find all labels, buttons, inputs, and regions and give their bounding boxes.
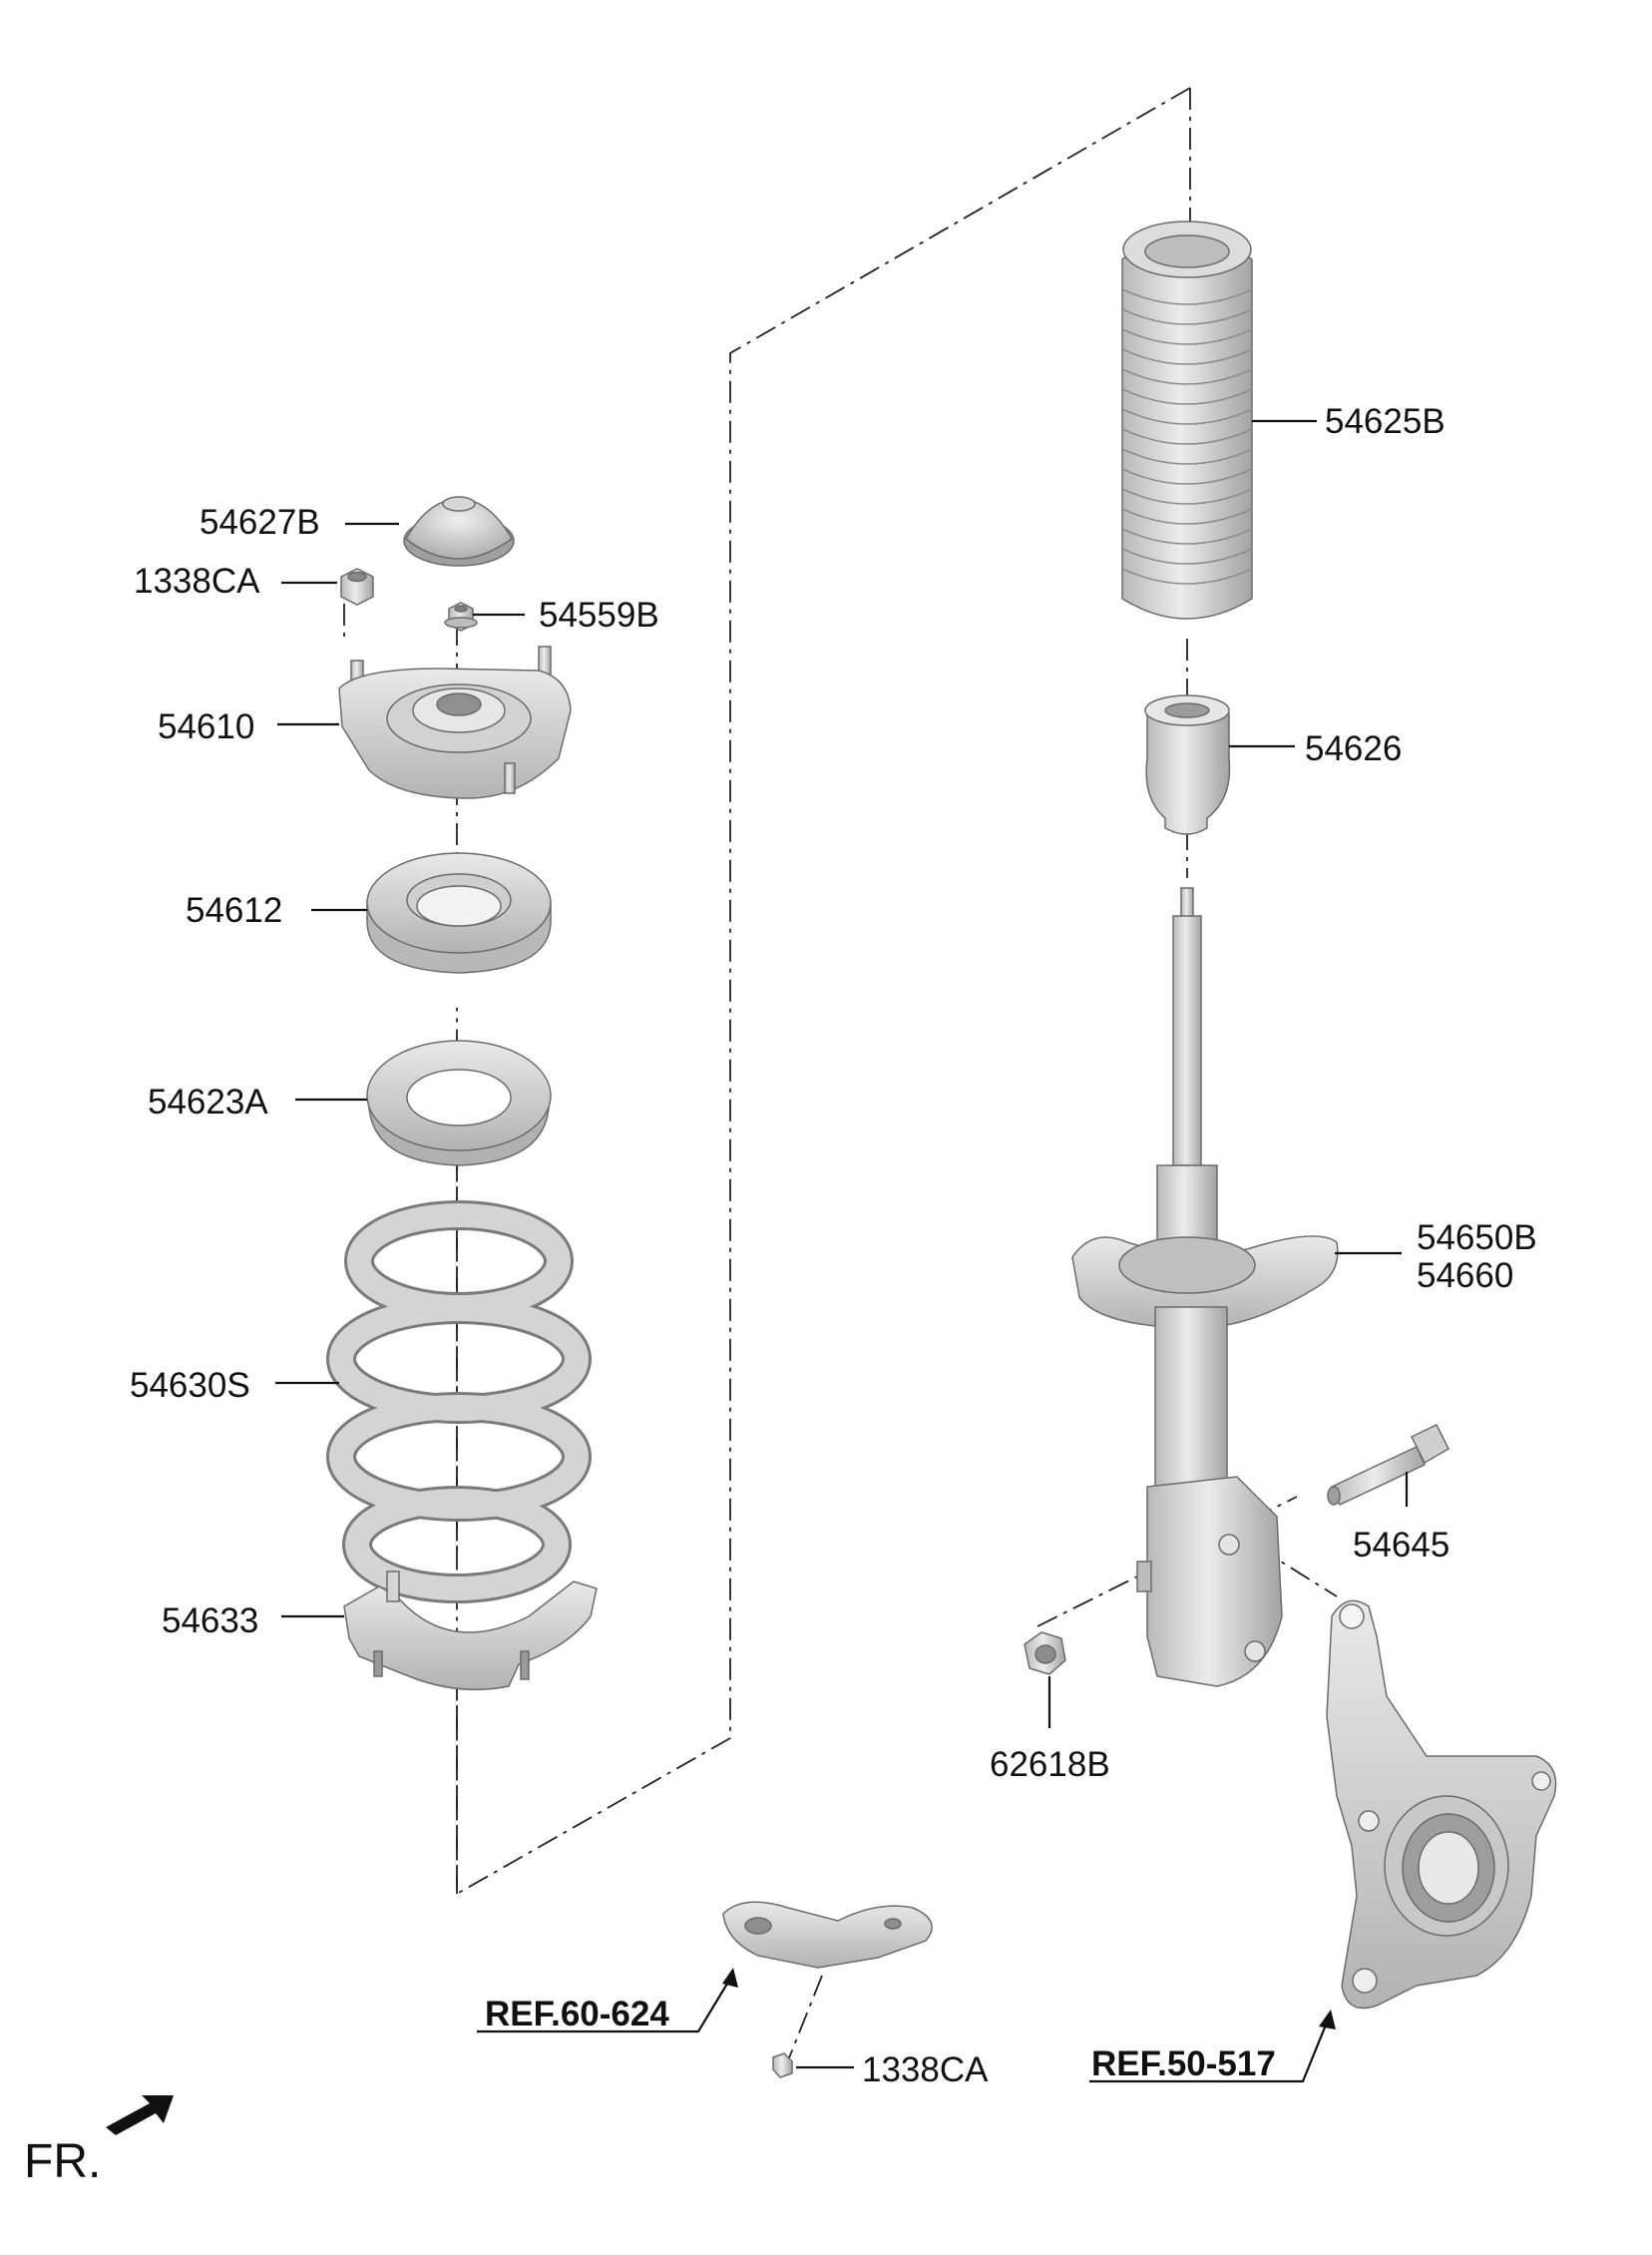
part-54633-lower-spring-seat <box>343 1571 598 1691</box>
label-54623a: 54623A <box>148 1083 268 1122</box>
label-1338ca-bottom: 1338CA <box>862 2050 989 2089</box>
part-54610-strut-mount <box>338 646 572 799</box>
part-62618b-flange-nut <box>1024 1631 1066 1675</box>
part-54623a-spring-pad <box>366 1040 552 1166</box>
part-steering-knuckle <box>1326 1599 1557 2010</box>
part-bracket-ref-60-624 <box>722 1901 933 1969</box>
part-1338ca-nut-bottom <box>772 2052 793 2078</box>
label-front: FR. <box>24 2135 101 2188</box>
part-54630s-coil-spring <box>326 1200 592 1603</box>
label-1338ca-top: 1338CA <box>134 562 260 601</box>
leader-lines <box>275 419 1409 2083</box>
label-54626: 54626 <box>1305 729 1402 768</box>
label-54610: 54610 <box>158 707 254 746</box>
label-54625b: 54625B <box>1325 402 1446 441</box>
label-54633: 54633 <box>162 1601 258 1640</box>
front-direction-arrow-icon <box>106 2095 174 2135</box>
label-54630s: 54630S <box>130 1366 250 1405</box>
label-54612: 54612 <box>186 891 282 930</box>
label-54645: 54645 <box>1353 1526 1449 1565</box>
label-54559b: 54559B <box>539 596 659 635</box>
part-54626-bump-stop <box>1144 694 1231 835</box>
part-labels: 54627B 1338CA 54559B 54610 54612 54623A … <box>24 402 1537 2188</box>
part-54650b-strut-assembly <box>1071 887 1339 1687</box>
part-54625b-dust-boot <box>1121 221 1253 620</box>
label-ref-50-517: REF.50-517 <box>1091 2044 1276 2083</box>
label-54660: 54660 <box>1417 1256 1513 1295</box>
label-62618b: 62618B <box>990 1745 1110 1784</box>
part-54559b-nut <box>444 602 478 632</box>
label-54627b: 54627B <box>200 503 320 542</box>
part-54612-bearing <box>366 852 552 974</box>
part-1338ca-nut-top <box>340 568 374 606</box>
label-ref-60-624: REF.60-624 <box>485 1995 669 2033</box>
label-54650b: 54650B <box>1417 1218 1537 1257</box>
part-54645-bolt <box>1327 1424 1449 1507</box>
part-54627b-dust-cap <box>403 496 515 567</box>
